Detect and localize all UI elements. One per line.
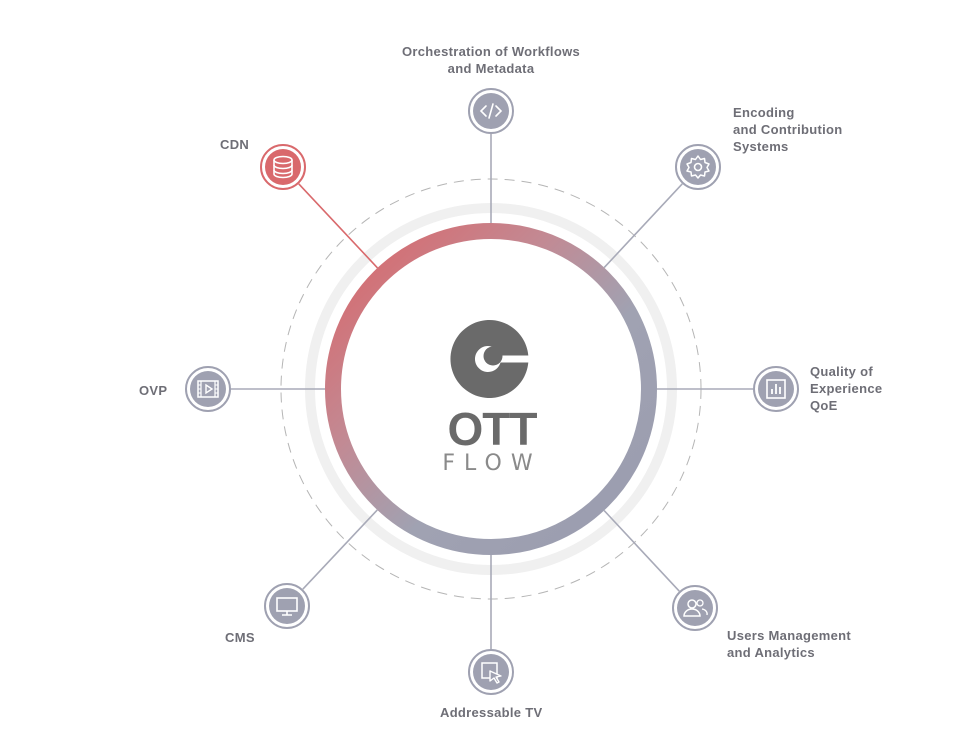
nodes	[185, 88, 799, 695]
node-ovp[interactable]	[185, 366, 231, 412]
connector-encoding	[603, 183, 683, 269]
connector-cdn	[298, 183, 379, 269]
database-icon	[273, 155, 293, 179]
label-line: CMS	[225, 630, 255, 645]
code-icon	[479, 103, 503, 119]
logo-word-top: OTT	[448, 403, 538, 455]
label-orchestration: Orchestration of Workflows and Metadata	[402, 43, 580, 77]
label-cdn: CDN	[220, 136, 249, 153]
connector-users	[603, 509, 680, 592]
ott-flow-logo: OTT FLOW	[442, 320, 541, 476]
node-qoe[interactable]	[753, 366, 799, 412]
label-line: CDN	[220, 137, 250, 152]
label-line: OVP	[139, 383, 168, 398]
connector-cms	[302, 509, 378, 590]
monitor-icon	[276, 597, 298, 616]
label-addressable: Addressable TV	[440, 704, 542, 721]
gear-icon	[686, 155, 710, 179]
node-encoding[interactable]	[675, 144, 721, 190]
logo-word-bottom: FLOW	[442, 451, 541, 476]
label-line: and Metadata	[447, 61, 535, 76]
logo-c-mark	[450, 320, 529, 398]
label-line: and Analytics	[727, 645, 815, 660]
label-ovp: OVP	[139, 382, 167, 399]
bar-chart-icon	[766, 379, 786, 399]
label-line: Experience	[810, 381, 883, 396]
video-icon	[197, 380, 219, 398]
cursor-icon	[481, 662, 502, 684]
label-line: and Contribution	[733, 122, 843, 137]
label-line: Quality of	[810, 364, 873, 379]
label-users: Users Management and Analytics	[727, 627, 851, 661]
label-line: Addressable TV	[440, 705, 543, 720]
label-line: QoE	[810, 398, 838, 413]
node-cms[interactable]	[264, 583, 310, 629]
label-line: Encoding	[733, 105, 795, 120]
node-addressable[interactable]	[468, 649, 514, 695]
label-cms: CMS	[225, 629, 255, 646]
connectors	[231, 134, 753, 649]
node-users[interactable]	[672, 585, 718, 631]
node-orchestration[interactable]	[468, 88, 514, 134]
label-line: Orchestration of Workflows	[402, 44, 581, 59]
node-cdn[interactable]	[260, 144, 306, 190]
label-line: Systems	[733, 139, 789, 154]
label-line: Users Management	[727, 628, 852, 643]
users-icon	[683, 599, 708, 617]
